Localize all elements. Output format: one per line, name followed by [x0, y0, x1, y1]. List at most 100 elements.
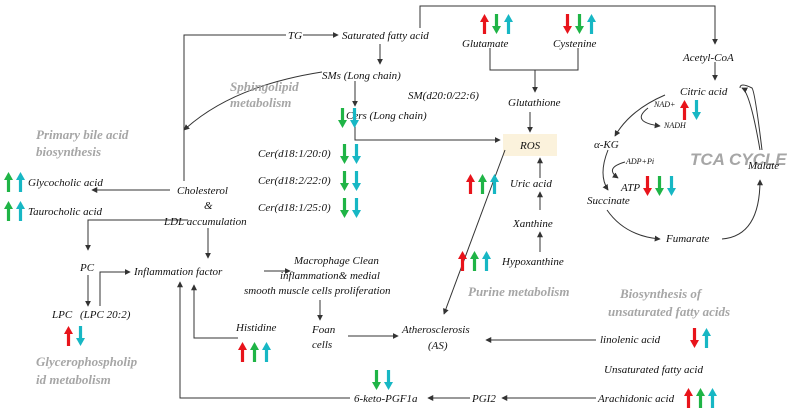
green-down-arrow-icon: [492, 14, 501, 34]
node-hypoxanthine: Hypoxanthine: [501, 256, 564, 268]
indicator-cer1: [340, 144, 361, 164]
red-up-arrow-icon: [458, 251, 467, 271]
indicator-arachidonic: [684, 388, 717, 408]
red-up-arrow-icon: [680, 100, 689, 120]
section-purine: Purine metabolism: [468, 284, 569, 299]
node-cer2: Cer(d18:2/22:0): [258, 175, 331, 187]
indicator-cer3: [340, 198, 361, 218]
cyan-up-arrow-icon: [16, 172, 25, 192]
node-inflammation: Inflammation factor: [133, 266, 223, 278]
node-amp: &: [204, 200, 213, 212]
node-sm-d20: SM(d20:0/22:6): [408, 90, 479, 102]
indicator-glutamate: [480, 14, 513, 34]
node-taurocholic: Taurocholic acid: [28, 206, 103, 218]
node-acetyl-coa: Acetyl-CoA: [682, 52, 734, 64]
red-up-arrow-icon: [480, 14, 489, 34]
node-as: (AS): [428, 340, 448, 352]
cyan-up-arrow-icon: [708, 388, 717, 408]
section-titles: Sphingolipid metabolism Primary bile aci…: [36, 79, 787, 387]
node-alpha-kg: α-KG: [594, 139, 619, 151]
node-xanthine: Xanthine: [512, 218, 553, 230]
red-up-arrow-icon: [64, 326, 73, 346]
node-cholesterol: Cholesterol: [177, 185, 228, 197]
node-glutathione: Glutathione: [508, 97, 561, 109]
section-tca-cycle: TCA CYCLE: [690, 150, 787, 169]
indicator-cer2: [340, 171, 361, 191]
indicator-lpc: [64, 326, 85, 346]
node-glycocholic: Glycocholic acid: [28, 177, 103, 189]
section-sphingolipid-2: metabolism: [230, 95, 291, 110]
indicator-cers: [338, 108, 359, 128]
cyan-down-arrow-icon: [692, 100, 701, 120]
node-nad: NAD+: [653, 100, 675, 109]
red-down-arrow-icon: [563, 14, 572, 34]
node-saturated-fatty-acid: Saturated fatty acid: [342, 30, 429, 42]
green-up-arrow-icon: [4, 201, 13, 221]
section-sphingolipid-1: Sphingolipid: [230, 79, 299, 94]
cyan-up-arrow-icon: [587, 14, 596, 34]
node-foan: Foan: [311, 324, 336, 336]
red-down-arrow-icon: [643, 176, 652, 196]
node-succinate: Succinate: [587, 195, 630, 207]
node-macrophage-1: Macrophage Clean: [293, 255, 379, 267]
indicator-citric-acid: [680, 100, 701, 120]
indicator-arrows: [4, 14, 717, 408]
indicator-6-keto: [372, 370, 393, 390]
section-primary-bile-2: biosynthesis: [36, 144, 101, 159]
cyan-down-arrow-icon: [352, 144, 361, 164]
green-up-arrow-icon: [478, 174, 487, 194]
cyan-up-arrow-icon: [490, 174, 499, 194]
cyan-up-arrow-icon: [482, 251, 491, 271]
section-unsat-2: unsaturated fatty acids: [608, 304, 730, 319]
node-lpc-20-2: (LPC 20:2): [80, 309, 131, 321]
cyan-up-arrow-icon: [262, 342, 271, 362]
node-uric-acid: Uric acid: [510, 178, 552, 190]
node-fumarate: Fumarate: [665, 233, 710, 245]
green-down-arrow-icon: [340, 198, 349, 218]
ros-box: [503, 134, 557, 156]
indicator-cystenine: [563, 14, 596, 34]
node-cer1: Cer(d18:1/20:0): [258, 148, 331, 160]
indicator-linolenic: [690, 328, 711, 348]
indicator-uric-acid: [466, 174, 499, 194]
node-citric-acid: Citric acid: [680, 86, 728, 98]
node-macrophage-2: inflammation& medial: [280, 270, 380, 282]
green-down-arrow-icon: [340, 144, 349, 164]
section-primary-bile-1: Primary bile acid: [36, 127, 129, 142]
node-atp: ATP: [620, 182, 640, 194]
node-pc: PC: [79, 262, 95, 274]
node-cells: cells: [312, 339, 332, 351]
indicator-histidine: [238, 342, 271, 362]
node-arachidonic: Arachidonic acid: [597, 393, 675, 405]
node-pgi2: PGI2: [471, 393, 496, 405]
green-down-arrow-icon: [575, 14, 584, 34]
node-unsat-fa: Unsaturated fatty acid: [604, 364, 703, 376]
indicator-hypoxanthine: [458, 251, 491, 271]
indicator-taurocholic: [4, 201, 25, 221]
cyan-down-arrow-icon: [667, 176, 676, 196]
node-sms: SMs (Long chain): [322, 70, 401, 82]
cyan-down-arrow-icon: [384, 370, 393, 390]
node-macrophage-3: smooth muscle cells proliferation: [244, 285, 391, 297]
node-nadh: NADH: [663, 121, 687, 130]
cyan-up-arrow-icon: [702, 328, 711, 348]
indicator-atp: [643, 176, 676, 196]
green-down-arrow-icon: [372, 370, 381, 390]
cyan-up-arrow-icon: [16, 201, 25, 221]
cyan-down-arrow-icon: [350, 108, 359, 128]
section-unsat-1: Biosynthesis of: [619, 286, 703, 301]
section-glycerophospholipid-2: id metabolism: [36, 372, 111, 387]
green-up-arrow-icon: [250, 342, 259, 362]
green-down-arrow-icon: [655, 176, 664, 196]
node-atherosclerosis: Atherosclerosis: [401, 324, 470, 336]
red-up-arrow-icon: [466, 174, 475, 194]
node-cers: Cers (Long chain): [346, 110, 427, 122]
node-6-keto-pgf1a: 6-keto-PGF1a: [354, 393, 418, 405]
node-malate: Malate: [747, 160, 779, 172]
section-glycerophospholipid-1: Glycerophospholip: [36, 354, 138, 369]
red-up-arrow-icon: [684, 388, 693, 408]
green-up-arrow-icon: [696, 388, 705, 408]
node-ldl: LDL accumulation: [163, 216, 247, 228]
